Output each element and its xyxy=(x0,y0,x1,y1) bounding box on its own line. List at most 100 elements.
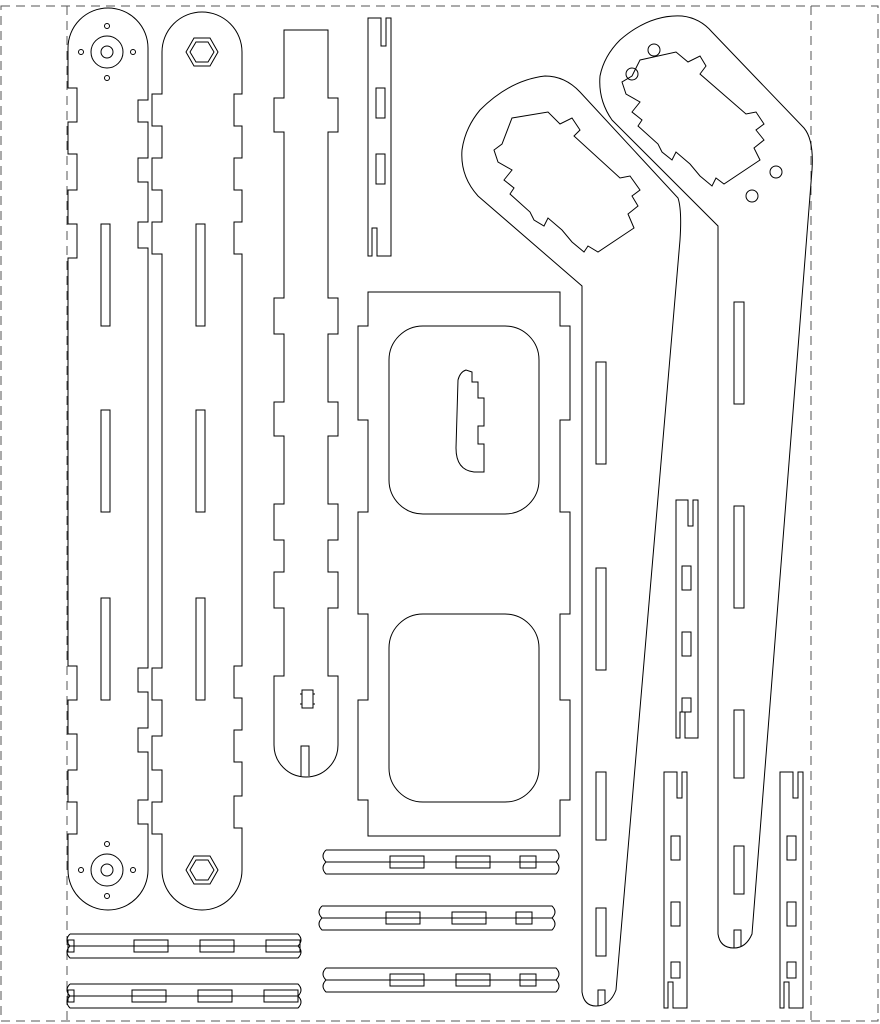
slotted-bar xyxy=(67,934,301,958)
strip-slot xyxy=(787,836,796,860)
screw-hole xyxy=(79,868,84,873)
boom-slot xyxy=(596,908,606,956)
bar-slot xyxy=(198,990,232,1002)
screw-hole xyxy=(105,842,110,847)
bar-slot xyxy=(516,912,532,924)
servo-hole-bottom xyxy=(91,854,123,886)
tab-slot xyxy=(300,690,315,708)
strip-slot xyxy=(671,962,680,978)
bar-slot xyxy=(386,912,420,924)
arm-plate-nut xyxy=(152,12,242,910)
boom-arm-outline xyxy=(462,76,681,1006)
slotted-strip-right xyxy=(780,772,803,1008)
slot xyxy=(101,410,110,512)
base-frame xyxy=(358,292,570,836)
servo-pocket xyxy=(494,112,640,252)
slot xyxy=(196,598,205,700)
slotted-strip-top xyxy=(368,18,391,256)
spacer-bar xyxy=(323,850,559,874)
strip-slot xyxy=(682,698,691,712)
bar-slot xyxy=(132,990,166,1002)
strip-outline xyxy=(780,772,803,1008)
screw-hole xyxy=(105,894,110,899)
bar-slot xyxy=(520,974,536,986)
mount-hole xyxy=(770,166,782,178)
boom-slot xyxy=(734,846,744,894)
arm-plate-servo-outline xyxy=(68,8,148,910)
servo-hole-top xyxy=(91,36,123,68)
bar-slot xyxy=(200,940,234,952)
base-frame-outline xyxy=(358,292,570,836)
strip-slot xyxy=(671,836,680,860)
slotted-strip-lower xyxy=(664,772,687,1008)
slotted-bar xyxy=(67,984,301,1008)
boom-slot xyxy=(734,302,744,404)
boom-end-slit xyxy=(598,990,605,1006)
bar-slot xyxy=(264,990,298,1002)
mount-hole xyxy=(746,190,758,202)
bar-slot xyxy=(390,974,424,986)
bar-slot xyxy=(266,940,300,952)
strip-outline xyxy=(676,500,698,738)
screw-hole xyxy=(79,50,84,55)
arm-plate-servo xyxy=(68,8,148,910)
bar-slot xyxy=(68,990,74,1002)
hex-nut-top-inner xyxy=(190,42,214,62)
notched-rail-outline xyxy=(274,30,338,777)
strip-slot xyxy=(376,154,385,184)
bar-slot xyxy=(134,940,168,952)
spacer-bar-outline xyxy=(323,850,559,874)
strip-slot xyxy=(787,902,796,926)
bar-slot xyxy=(452,912,486,924)
mount-hole xyxy=(626,68,638,80)
mount-hole xyxy=(648,44,660,56)
slot xyxy=(101,598,110,700)
boom-slot xyxy=(596,772,606,840)
strip-slot xyxy=(787,962,796,978)
strip-slot xyxy=(682,566,691,590)
slot xyxy=(101,224,110,326)
notched-rail xyxy=(274,30,338,777)
boom-slot xyxy=(596,568,606,670)
spacer-bar-outline xyxy=(323,968,559,992)
boom-end-slit xyxy=(734,930,741,948)
hex-nut-bottom-outer xyxy=(186,856,218,884)
boom-slot xyxy=(596,362,606,464)
bar-slot xyxy=(520,856,536,868)
bar-slot xyxy=(456,974,490,986)
hook-cutout xyxy=(456,370,484,472)
bar-slot xyxy=(456,856,490,868)
end-slit xyxy=(301,746,309,776)
sheet-border xyxy=(1,6,878,1021)
servo-center-top xyxy=(101,46,113,58)
slotted-strip-mid xyxy=(676,500,698,738)
spacer-bar-outline xyxy=(319,906,555,930)
slot xyxy=(196,410,205,512)
bar-slot xyxy=(68,940,74,952)
boom-slot xyxy=(734,710,744,778)
boom-arm-right xyxy=(600,16,813,948)
boom-arm-middle xyxy=(462,76,681,1006)
boom-arm-outline xyxy=(600,16,813,948)
slot xyxy=(196,224,205,326)
slotted-bar-outline xyxy=(67,984,301,1008)
bar-slot xyxy=(390,856,424,868)
screw-hole xyxy=(105,76,110,81)
strip-outline xyxy=(368,18,391,256)
servo-pocket xyxy=(622,52,764,186)
screw-hole xyxy=(131,50,136,55)
screw-hole xyxy=(105,24,110,29)
servo-center-bottom xyxy=(101,864,113,876)
strip-slot xyxy=(682,632,691,656)
arm-plate-nut-outline xyxy=(152,12,242,910)
hex-nut-bottom-inner xyxy=(190,860,214,880)
strip-slot xyxy=(671,902,680,926)
spacer-bar xyxy=(323,968,559,992)
screw-hole xyxy=(131,868,136,873)
hex-nut-top-outer xyxy=(186,38,218,66)
strip-slot xyxy=(376,88,385,118)
boom-slot xyxy=(734,506,744,608)
strip-outline xyxy=(664,772,687,1008)
slotted-bar-outline xyxy=(67,934,301,958)
